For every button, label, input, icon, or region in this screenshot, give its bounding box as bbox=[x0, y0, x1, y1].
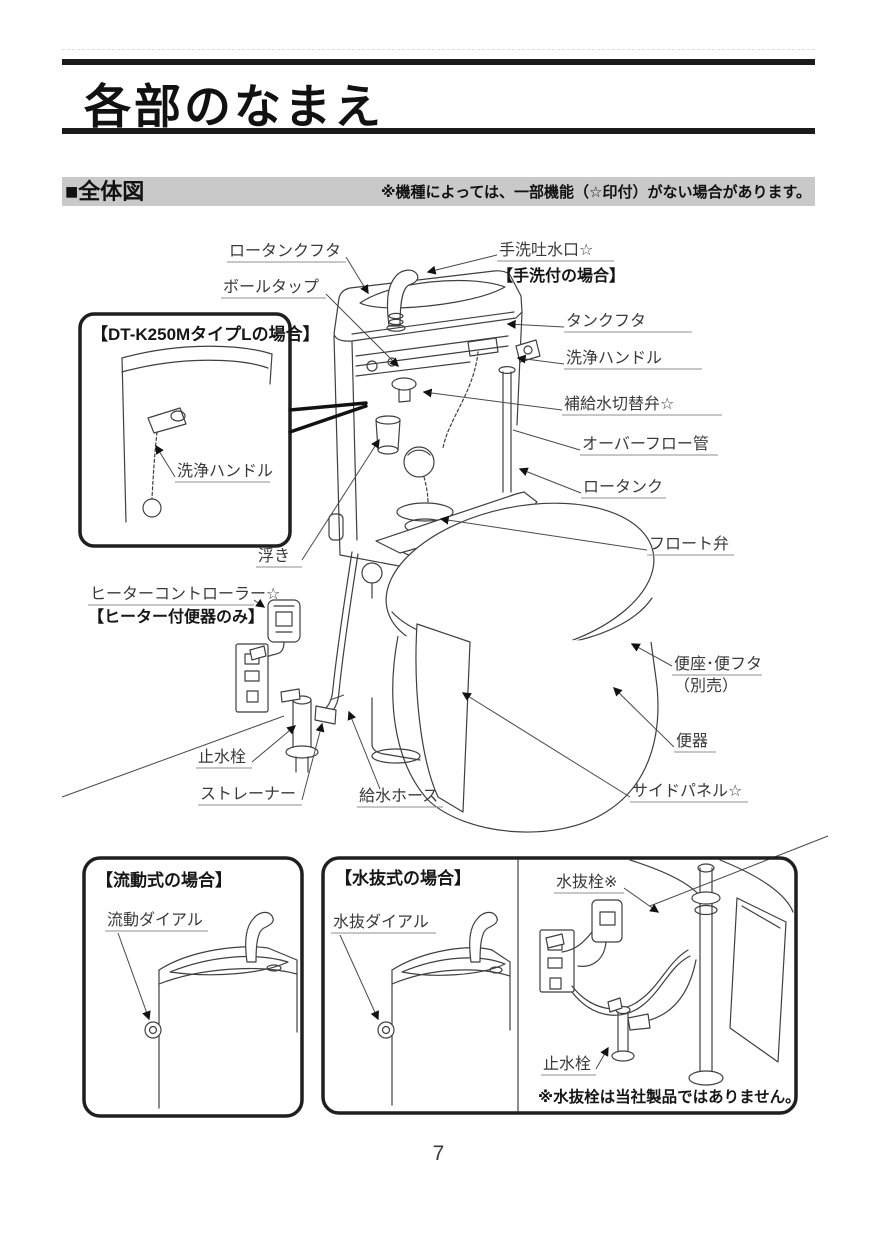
svg-text:【流動式の場合】: 【流動式の場合】 bbox=[96, 870, 232, 890]
tank-lid-drawing bbox=[333, 269, 523, 342]
svg-text:【DT-K250MタイプLの場合】: 【DT-K250MタイプLの場合】 bbox=[91, 324, 320, 344]
drain-box-note: ※水抜栓は当社製品ではありません。 bbox=[538, 1087, 801, 1106]
svg-text:止水栓: 止水栓 bbox=[198, 748, 246, 766]
svg-text:（別売）: （別売） bbox=[674, 677, 738, 695]
inset-box-dtk250m: 【DT-K250MタイプLの場合】 洗浄ハンドル bbox=[78, 312, 368, 548]
title-rule-bottom bbox=[62, 128, 815, 134]
svg-text:浮き: 浮き bbox=[258, 547, 290, 565]
svg-text:オーバーフロー管: オーバーフロー管 bbox=[582, 435, 709, 453]
main-labels: ロータンクフタ ボールタップ 手洗吐水口☆ 【手洗付の場合】 タンクフタ bbox=[88, 241, 762, 808]
svg-text:ボールタップ: ボールタップ bbox=[223, 278, 319, 296]
svg-text:水抜栓※: 水抜栓※ bbox=[556, 873, 617, 891]
inset-pointer-wedge bbox=[288, 401, 368, 412]
svg-text:給水ホース: 給水ホース bbox=[359, 787, 438, 805]
svg-text:ヒーターコントローラー☆: ヒーターコントローラー☆ bbox=[90, 585, 280, 603]
drain-tank-drawing bbox=[377, 911, 511, 1106]
box-drain-type: 【水抜式の場合】 水抜ダイアル bbox=[321, 856, 801, 1115]
svg-text:ストレーナー: ストレーナー bbox=[200, 786, 296, 803]
label-ball-tap: ボールタップ bbox=[221, 278, 399, 367]
svg-text:【水抜式の場合】: 【水抜式の場合】 bbox=[335, 868, 471, 888]
svg-text:【ヒーター付便器のみ】: 【ヒーター付便器のみ】 bbox=[88, 607, 264, 626]
label-low-tank: ロータンク bbox=[518, 467, 666, 499]
section-heading: ■全体図 bbox=[65, 179, 145, 204]
page-title: 各部のなまえ bbox=[84, 80, 384, 133]
svg-text:ロータンク: ロータンク bbox=[583, 478, 663, 496]
label-refill-switch-valve: 補給水切替弁☆ bbox=[422, 388, 722, 416]
label-drain-stop-valve: 止水栓 bbox=[541, 1046, 609, 1076]
label-seat-lid: 便座･便フタ （別売） bbox=[630, 643, 762, 695]
bowl-drawing bbox=[371, 491, 659, 833]
svg-text:洗浄ハンドル: 洗浄ハンドル bbox=[566, 349, 662, 367]
svg-text:サイドパネル☆: サイドパネル☆ bbox=[632, 782, 742, 800]
label-tank-lid: タンクフタ bbox=[506, 312, 692, 333]
label-overflow-pipe: オーバーフロー管 bbox=[512, 429, 718, 456]
heater-controller-drawing bbox=[235, 599, 301, 713]
floor-lines bbox=[61, 694, 829, 907]
svg-text:洗浄ハンドル: 洗浄ハンドル bbox=[177, 462, 273, 480]
svg-text:便器: 便器 bbox=[676, 732, 708, 750]
label-flush-handle: 洗浄ハンドル bbox=[516, 349, 702, 370]
page-number: 7 bbox=[432, 1142, 445, 1165]
tank-cutaway-drawing bbox=[328, 311, 541, 599]
svg-text:便座･便フタ: 便座･便フタ bbox=[674, 655, 762, 673]
inset-label-flush-handle: 洗浄ハンドル bbox=[155, 444, 273, 483]
title-rule-top bbox=[62, 59, 815, 65]
label-handwash-spout: 手洗吐水口☆ 【手洗付の場合】 bbox=[426, 241, 625, 285]
toilet-illustration bbox=[61, 269, 829, 907]
svg-text:フロート弁: フロート弁 bbox=[649, 535, 729, 553]
drain-plumbing-drawing bbox=[539, 859, 794, 1086]
flow-tank-drawing bbox=[144, 911, 298, 1109]
section-bar: ■全体図 ※機種によっては、一部機能（☆印付）がない場合があります。 bbox=[62, 177, 815, 206]
svg-text:【手洗付の場合】: 【手洗付の場合】 bbox=[497, 266, 625, 285]
label-float: 浮き bbox=[256, 438, 380, 568]
label-float-valve: フロート弁 bbox=[439, 515, 734, 556]
label-drain-dial: 水抜ダイアル bbox=[331, 913, 436, 1021]
box-flow-type: 【流動式の場合】 流動ダイアル bbox=[82, 856, 304, 1118]
label-bowl: 便器 bbox=[613, 687, 716, 753]
label-strainer: ストレーナー bbox=[198, 722, 325, 806]
section-note: ※機種によっては、一部機能（☆印付）がない場合があります。 bbox=[380, 184, 811, 201]
inset-drawing bbox=[121, 345, 273, 523]
label-flow-dial: 流動ダイアル bbox=[105, 911, 208, 1021]
svg-text:水抜ダイアル: 水抜ダイアル bbox=[333, 913, 429, 931]
page-edge-line bbox=[62, 49, 815, 50]
label-side-panel: サイドパネル☆ bbox=[461, 692, 748, 803]
svg-text:補給水切替弁☆: 補給水切替弁☆ bbox=[564, 395, 674, 413]
svg-text:ロータンクフタ: ロータンクフタ bbox=[229, 242, 341, 260]
svg-text:流動ダイアル: 流動ダイアル bbox=[107, 911, 203, 929]
svg-text:タンクフタ: タンクフタ bbox=[566, 312, 646, 330]
label-drain-plug: 水抜栓※ bbox=[554, 873, 660, 913]
label-heater-controller: ヒーターコントローラー☆ 【ヒーター付便器のみ】 bbox=[88, 585, 280, 626]
label-low-tank-lid: ロータンクフタ bbox=[227, 242, 369, 295]
label-supply-hose: 給水ホース bbox=[347, 710, 443, 808]
svg-text:手洗吐水口☆: 手洗吐水口☆ bbox=[499, 241, 593, 259]
label-stop-valve: 止水栓 bbox=[196, 725, 297, 769]
plumbing-drawing bbox=[280, 551, 359, 773]
svg-text:止水栓: 止水栓 bbox=[543, 1055, 591, 1073]
